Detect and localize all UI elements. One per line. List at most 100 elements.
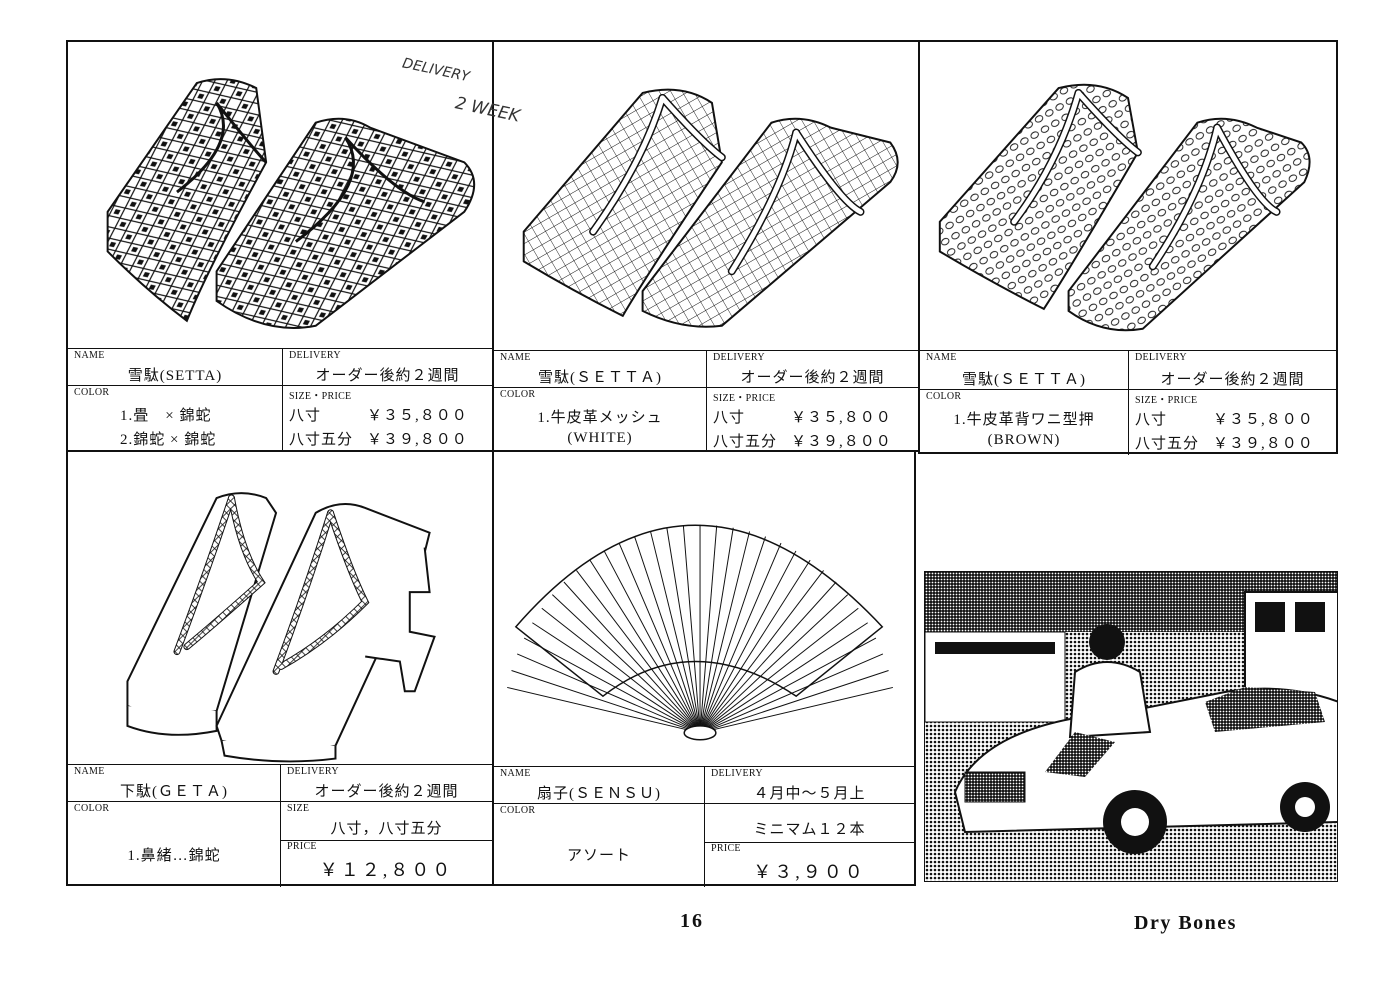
fan-rib [699, 607, 859, 734]
size-price-label: SIZE・PRICE [289, 391, 352, 402]
delivery-value: オーダー後約２週間 [740, 370, 885, 386]
size-price-label: SIZE・PRICE [713, 393, 776, 404]
delivery-value: オーダー後約２週間 [1160, 372, 1305, 388]
product-card-geta: NAME 下駄(ＧＥＴＡ) DELIVERY オーダー後約２週間 COLOR 1… [66, 450, 494, 887]
fan-rib [699, 653, 884, 734]
product-name: 下駄(ＧＥＴＡ) [120, 784, 228, 800]
delivery-label: DELIVERY [1135, 352, 1187, 363]
fan-rib [666, 527, 701, 733]
fan-rib [699, 581, 837, 734]
price-2: ￥３９,８００ [1213, 436, 1314, 452]
fan-rib [563, 581, 701, 734]
setta-brown-spec-table: NAME 雪駄(ＳＥＴＴＡ) DELIVERY オーダー後約２週間 COLOR … [920, 350, 1336, 455]
fan-rib [699, 637, 877, 734]
minimum-order-value: ミニマム１２本 [753, 822, 866, 838]
fan-rib [699, 550, 797, 734]
fan-rib [532, 622, 701, 734]
color-option-2: (WHITE) [567, 430, 633, 446]
car-photo [924, 571, 1338, 882]
fan-rib [682, 525, 701, 733]
fan-rib [699, 525, 718, 733]
color-label: COLOR [500, 805, 536, 816]
price-2: ￥３９,８００ [367, 432, 468, 448]
brand-name: Dry Bones [1134, 912, 1237, 934]
fan-rib [699, 527, 734, 733]
fan-rib [699, 531, 751, 733]
color-option-1: 1.牛皮革背ワニ型押 [953, 412, 1095, 428]
fan-rib [507, 686, 701, 734]
fan-rib [589, 559, 701, 734]
name-label: NAME [74, 766, 105, 777]
product-card-setta-snake: NAME 雪駄(SETTA) DELIVERY オーダー後約２週間 COLOR … [66, 40, 494, 453]
fan-rib [699, 570, 824, 734]
delivery-label: DELIVERY [711, 768, 763, 779]
color-label: COLOR [74, 803, 110, 814]
delivery-value: オーダー後約２週間 [314, 784, 459, 800]
price-1: ￥３５,８００ [1213, 412, 1314, 428]
product-card-setta-white: DELIVERY 2 WEEK NAME 雪駄(ＳＥＴＴＡ) DELIVERY … [401, 40, 920, 453]
price-1: ￥３５,８００ [791, 410, 892, 426]
color-option-2: 2.錦蛇 × 錦蛇 [120, 432, 217, 448]
fan-rib [541, 607, 701, 734]
color-label: COLOR [926, 391, 962, 402]
product-card-sensu: NAME 扇子(ＳＥＮＳＵ) DELIVERY ４月中～５月上 COLOR アソ… [492, 450, 916, 887]
price-value: ￥３,９００ [753, 862, 866, 882]
price-2: ￥３９,８００ [791, 434, 892, 450]
setta-brown-illustration [920, 42, 1336, 350]
fan-rib [699, 669, 889, 734]
setta-snake-illustration [68, 42, 492, 348]
setta-snake-spec-table: NAME 雪駄(SETTA) DELIVERY オーダー後約２週間 COLOR … [68, 348, 492, 453]
fan-rib [634, 536, 701, 733]
color-option-1: アソート [566, 848, 631, 864]
color-option-1: 1.牛皮革メッシュ [537, 410, 663, 426]
size-label: SIZE [287, 803, 310, 814]
fan-rib [511, 669, 701, 734]
size-1: 八寸 [713, 410, 746, 426]
page-number: 16 [680, 910, 704, 932]
fan-rib [699, 559, 811, 734]
fan-rib [699, 686, 894, 734]
fan-rib [699, 536, 766, 733]
product-name: 雪駄(SETTA) [127, 368, 223, 384]
fan-rib [603, 550, 701, 734]
fan-rib [650, 531, 701, 733]
price-1: ￥３５,８００ [367, 408, 468, 424]
color-label: COLOR [500, 389, 536, 400]
name-label: NAME [500, 768, 531, 779]
geta-illustration [68, 452, 492, 764]
geta-spec-table: NAME 下駄(ＧＥＴＡ) DELIVERY オーダー後約２週間 COLOR 1… [68, 764, 492, 887]
price-value: ￥１２,８００ [319, 860, 454, 880]
product-name: 雪駄(ＳＥＴＴＡ) [538, 370, 662, 386]
fan-rib [576, 570, 701, 734]
fan-rib [699, 622, 868, 734]
size-1: 八寸 [289, 408, 322, 424]
color-option-1: 1.鼻緒…錦蛇 [127, 848, 221, 864]
color-option-1: 1.畳 × 錦蛇 [120, 408, 212, 424]
color-option-2: (BROWN) [987, 432, 1061, 448]
price-label: PRICE [711, 843, 741, 854]
size-1: 八寸 [1135, 412, 1168, 428]
size-2: 八寸五分 [713, 434, 778, 450]
color-label: COLOR [74, 387, 110, 398]
fan-rib [551, 594, 701, 734]
catalog-grid: NAME 雪駄(SETTA) DELIVERY オーダー後約２週間 COLOR … [66, 40, 1338, 887]
size-2: 八寸五分 [1135, 436, 1200, 452]
sensu-fan-illustration [494, 452, 914, 766]
fan-rib [523, 637, 701, 734]
product-name: 扇子(ＳＥＮＳＵ) [537, 786, 661, 802]
delivery-value: オーダー後約２週間 [315, 368, 460, 384]
delivery-label: DELIVERY [713, 352, 765, 363]
fan-rib [618, 542, 701, 734]
product-card-setta-brown: NAME 雪駄(ＳＥＴＴＡ) DELIVERY オーダー後約２週間 COLOR … [918, 40, 1338, 455]
size-price-label: SIZE・PRICE [1135, 395, 1198, 406]
setta-white-spec-table: NAME 雪駄(ＳＥＴＴＡ) DELIVERY オーダー後約２週間 COLOR … [494, 350, 918, 453]
price-label: PRICE [287, 841, 317, 852]
size-value: 八寸，八寸五分 [330, 821, 443, 837]
delivery-label: DELIVERY [287, 766, 339, 777]
fan-rib [516, 653, 701, 734]
product-name: 雪駄(ＳＥＴＴＡ) [962, 372, 1086, 388]
sensu-spec-table: NAME 扇子(ＳＥＮＳＵ) DELIVERY ４月中～５月上 COLOR アソ… [494, 766, 914, 887]
name-label: NAME [926, 352, 957, 363]
delivery-label: DELIVERY [289, 350, 341, 361]
name-label: NAME [74, 350, 105, 361]
